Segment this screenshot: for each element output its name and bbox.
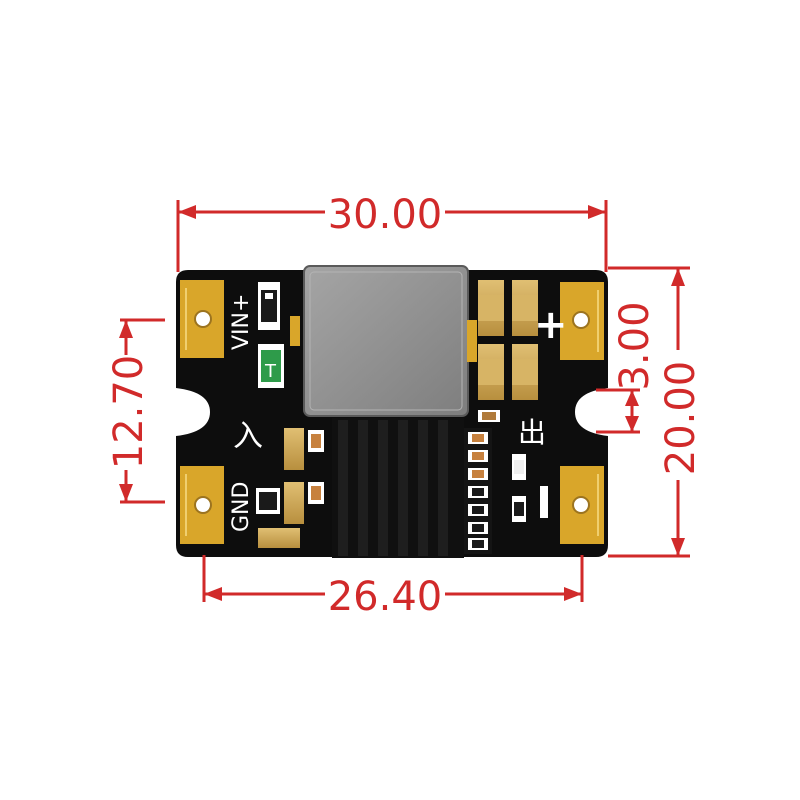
input-capacitors bbox=[258, 428, 324, 548]
dimension-top-label: 30.00 bbox=[328, 192, 443, 238]
plus-sign: + bbox=[534, 302, 568, 348]
dimension-left bbox=[119, 318, 165, 504]
heatsink-component bbox=[332, 418, 464, 558]
vin-label: VIN+ bbox=[229, 294, 254, 350]
fuse-mark: T bbox=[264, 361, 277, 382]
smd-pad bbox=[467, 320, 477, 362]
fuse-component: T bbox=[258, 344, 284, 388]
dimension-top bbox=[176, 200, 608, 272]
dimension-right-small-label: 3.00 bbox=[612, 301, 658, 390]
terminal-pad-vin bbox=[180, 280, 224, 358]
smd-resistor bbox=[478, 410, 500, 422]
terminal-pad-out-minus bbox=[560, 466, 604, 544]
inductor-component bbox=[303, 265, 469, 417]
dimension-bottom bbox=[202, 555, 584, 602]
transistor-component bbox=[256, 488, 280, 514]
minus-sign bbox=[540, 486, 548, 518]
dimension-bottom-label: 26.40 bbox=[328, 574, 443, 620]
output-capacitors bbox=[478, 280, 538, 400]
input-label: 入 bbox=[233, 419, 263, 454]
smd-pad bbox=[290, 316, 300, 346]
gnd-label: GND bbox=[229, 482, 254, 532]
diode-component bbox=[258, 282, 280, 330]
terminal-pad-out-plus bbox=[560, 282, 604, 360]
resistor-array bbox=[464, 428, 492, 554]
terminal-pad-gnd bbox=[180, 466, 224, 544]
dimension-right-small bbox=[596, 388, 640, 434]
dimension-right bbox=[608, 266, 690, 558]
output-label: 出 bbox=[518, 416, 546, 449]
dimension-right-label: 20.00 bbox=[658, 361, 704, 476]
led-component bbox=[512, 454, 526, 522]
dimension-left-label: 12.70 bbox=[106, 355, 152, 470]
